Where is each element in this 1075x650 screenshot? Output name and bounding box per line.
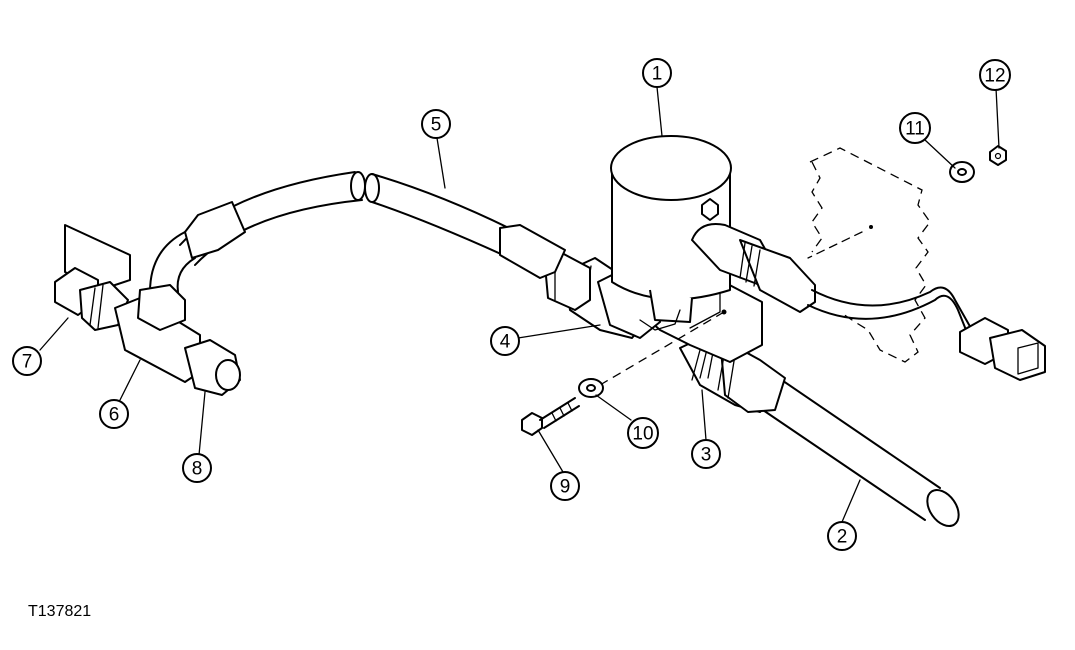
svg-text:6: 6 [109,405,120,426]
callout-9: 9 [550,471,580,501]
callout-4: 4 [490,326,520,356]
svg-text:12: 12 [984,66,1005,87]
washer-10 [578,378,604,398]
callout-10: 10 [627,417,659,449]
svg-text:11: 11 [905,119,925,140]
svg-text:8: 8 [192,459,203,480]
nut-12 [989,145,1007,166]
bolt-9 [521,397,580,436]
svg-text:5: 5 [431,115,442,136]
svg-text:10: 10 [632,424,653,445]
callout-2: 2 [827,521,857,551]
hose-2 [759,371,960,528]
callout-7: 7 [12,346,42,376]
mounting-panel-outline [807,147,931,363]
callout-3: 3 [691,439,721,469]
washer-11 [949,161,975,183]
svg-text:7: 7 [22,352,33,373]
svg-text:4: 4 [500,332,511,353]
svg-text:1: 1 [652,64,663,85]
callout-11: 11 [899,112,931,144]
callout-12: 12 [979,59,1011,91]
hose-5 [149,171,566,293]
leader-lines [39,86,1000,523]
figure-id: T137821 [28,603,92,620]
tee-fitting-6 [54,224,241,396]
svg-text:2: 2 [837,527,848,548]
callout-5: 5 [421,109,451,139]
callout-8: 8 [182,453,212,483]
svg-text:9: 9 [560,477,571,498]
callout-1: 1 [642,58,672,88]
callout-6: 6 [99,399,129,429]
svg-text:3: 3 [701,445,712,466]
solenoid-cable-connector [691,223,1046,381]
solenoid-valve-1 [610,135,732,331]
